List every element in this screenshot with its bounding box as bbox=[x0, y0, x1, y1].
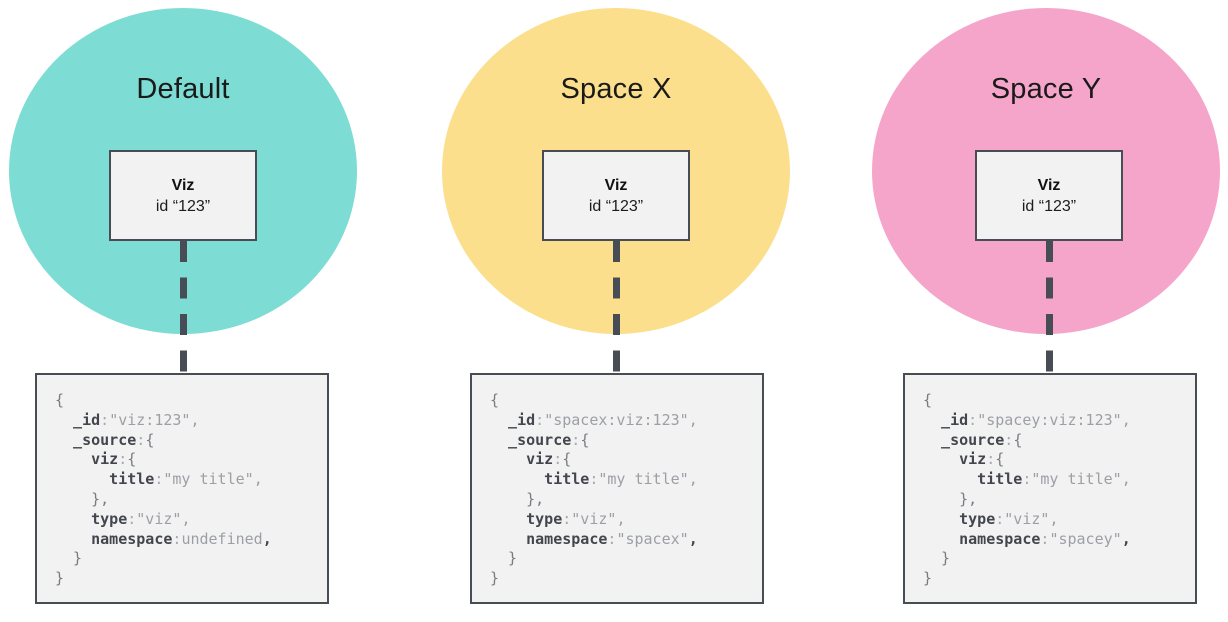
viz-node: Viz id “123” bbox=[542, 150, 690, 241]
saved-object-code-block: { _id:"viz:123", _source:{ viz:{ title:"… bbox=[35, 373, 329, 604]
dashed-connector bbox=[180, 241, 187, 373]
viz-node: Viz id “123” bbox=[975, 150, 1123, 241]
viz-node-id: id “123” bbox=[588, 197, 644, 215]
space-label: Default bbox=[136, 73, 230, 105]
viz-node-id: id “123” bbox=[155, 197, 211, 215]
saved-object-code-block: { _id:"spacex:viz:123", _source:{ viz:{ … bbox=[470, 373, 764, 604]
code: { _id:"spacex:viz:123", _source:{ viz:{ … bbox=[490, 391, 698, 588]
code: { _id:"viz:123", _source:{ viz:{ title:"… bbox=[55, 391, 272, 588]
dashed-connector bbox=[613, 241, 620, 373]
viz-node: Viz id “123” bbox=[109, 150, 257, 241]
saved-object-code-block: { _id:"spacey:viz:123", _source:{ viz:{ … bbox=[903, 373, 1197, 604]
code: { _id:"spacey:viz:123", _source:{ viz:{ … bbox=[923, 391, 1131, 588]
viz-node-title: Viz bbox=[171, 176, 195, 194]
viz-node-title: Viz bbox=[604, 176, 628, 194]
space-label: Space X bbox=[560, 73, 672, 105]
viz-node-id: id “123” bbox=[1021, 197, 1077, 215]
space-label: Space Y bbox=[990, 73, 1102, 105]
dashed-connector bbox=[1046, 241, 1053, 373]
viz-node-title: Viz bbox=[1037, 176, 1061, 194]
